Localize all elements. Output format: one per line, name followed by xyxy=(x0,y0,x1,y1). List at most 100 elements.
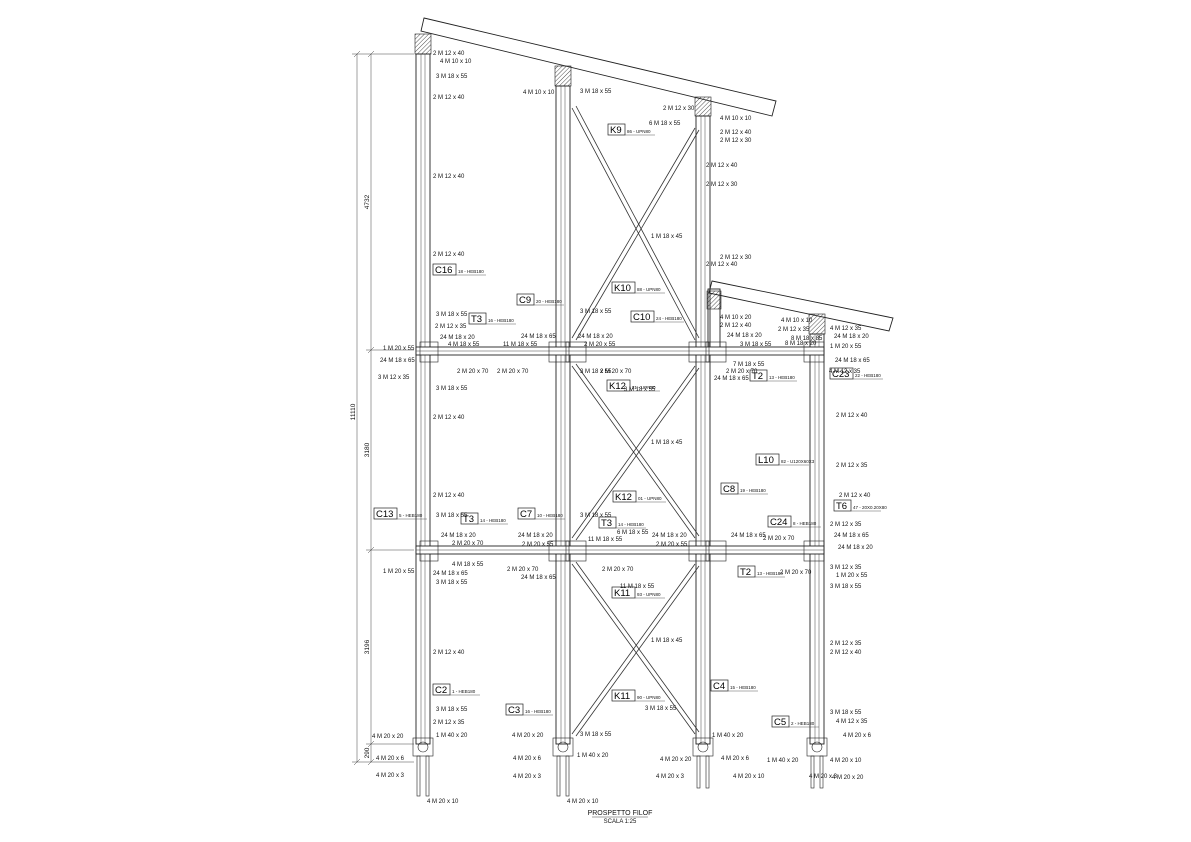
member-tag-desc: 47 - 20X0.20X80 xyxy=(853,505,887,510)
bolt-label: 2 M 20 x 70 xyxy=(497,369,529,375)
bolt-label: 4 M 20 x 20 xyxy=(512,733,544,739)
member-tag-code: T6 xyxy=(836,501,847,512)
bolt-label: 1 M 20 x 55 xyxy=(383,346,415,352)
member-tag-box xyxy=(607,123,626,136)
bolt-label: 6 M 18 x 55 xyxy=(649,121,681,127)
member-tag-desc: 24 - HEB180 xyxy=(656,316,682,321)
member-tag-desc: 19 - HEB180 xyxy=(740,488,766,493)
bolt-label: 2 M 20 x 70 xyxy=(452,541,484,547)
member-tag-code: C8 xyxy=(723,484,735,495)
bolt-label: 24 M 18 x 65 xyxy=(521,575,556,581)
bolt-label: 2 M 20 x 70 xyxy=(763,536,795,542)
bolt-label: 4 M 10 x 10 xyxy=(720,116,752,122)
bolt-label: 4 M 18 x 55 xyxy=(448,342,480,348)
bolt-label: 2 M 12 x 35 xyxy=(830,641,862,647)
bolt-label: 2 M 20 x 55 xyxy=(584,342,616,348)
dimension-segment: 290 xyxy=(364,747,371,758)
bolt-label: 2 M 12 x 40 xyxy=(836,413,868,419)
bolt-label: 4 M 12 x 35 xyxy=(829,369,861,375)
member-tag-desc: 1 - HEB180 xyxy=(452,689,476,694)
bolt-label: 24 M 18 x 20 xyxy=(652,533,687,539)
bolt-label: 24 M 18 x 20 xyxy=(834,334,869,340)
bolt-label: 2 M 12 x 40 xyxy=(433,650,465,656)
bolt-label: 24 M 18 x 65 xyxy=(521,334,556,340)
bolt-label: 2 M 12 x 40 xyxy=(433,95,465,101)
bolt-label: 24 M 18 x 20 xyxy=(727,333,762,339)
bolt-label: 3 M 18 x 55 xyxy=(436,513,468,519)
bolt-label: 3 M 12 x 35 xyxy=(378,375,410,381)
member-tag-box xyxy=(720,482,739,495)
member-tag-code: K9 xyxy=(610,125,622,136)
beam-floor-lower xyxy=(415,545,825,555)
bolt-label: 2 M 12 x 30 xyxy=(663,106,695,112)
member-tag-code: T3 xyxy=(601,518,612,529)
bolt-label: 3 M 18 x 55 xyxy=(436,580,468,586)
bolt-label: 2 M 12 x 40 xyxy=(433,174,465,180)
bolt-label: 4 M 20 x 3 xyxy=(513,774,542,780)
bolt-label: 2 M 12 x 40 xyxy=(433,415,465,421)
drawing-scale: SCALA 1:25 xyxy=(604,819,637,825)
member-tag-box xyxy=(606,379,631,392)
bolt-label: 24 M 18 x 20 xyxy=(578,334,613,340)
member-tag-code: K11 xyxy=(614,691,630,702)
column-c23 xyxy=(808,313,826,745)
bolt-label: 2 M 12 x 30 xyxy=(720,138,752,144)
member-tag-box xyxy=(767,515,792,528)
member-tag-desc: 20 - HEB180 xyxy=(536,299,562,304)
bolt-label: 3 M 18 x 55 xyxy=(436,312,468,318)
bolt-label: 4 M 20 x 10 xyxy=(733,774,765,780)
bolt-label: 2 M 20 x 70 xyxy=(600,369,632,375)
member-tag-code: C24 xyxy=(770,517,787,528)
bolt-label: 2 M 12 x 35 xyxy=(433,720,465,726)
member-tag-desc: 16 - HEB180 xyxy=(525,709,551,714)
bolt-label: 24 M 18 x 20 xyxy=(518,533,553,539)
bolt-label: 3 M 18 x 55 xyxy=(830,584,862,590)
member-tag-code: T3 xyxy=(463,514,474,525)
bolt-label: 24 M 18 x 65 xyxy=(731,533,766,539)
bolt-label: 4 M 18 x 55 xyxy=(452,562,484,568)
bolt-label: 24 M 18 x 20 xyxy=(838,545,873,551)
beam-floor-upper xyxy=(415,346,825,356)
bolt-label: 1 M 20 x 55 xyxy=(383,569,415,575)
bolt-label: 2 M 20 x 70 xyxy=(602,567,634,573)
bolt-label: 1 M 40 x 20 xyxy=(712,733,744,739)
member-tag-code: K10 xyxy=(614,283,631,294)
member-tag-box xyxy=(771,715,790,728)
member-tag-desc: 13 - HEB180 xyxy=(757,571,783,576)
member-tag-box xyxy=(755,453,780,466)
bolt-annotations: 2 M 12 x 40 4 M 10 x 10 3 M 18 x 55 2 M 12 … xyxy=(372,51,873,805)
bolt-label: 24 M 18 x 20 xyxy=(440,335,475,341)
bolt-label: 2 M 12 x 40 xyxy=(433,252,465,258)
bolt-label: 2 M 20 x 55 xyxy=(522,542,554,548)
member-tag-desc: 21 - UPN80 xyxy=(632,385,656,390)
column-short xyxy=(706,288,722,350)
bolt-label: 3 M 18 x 55 xyxy=(830,710,862,716)
member-tag-desc: 10 - HEB180 xyxy=(537,513,563,518)
drawing-title-block: PROSPETTO FILOF SCALA 1:25 xyxy=(588,810,653,825)
bolt-label: 3 M 18 x 55 xyxy=(580,513,612,519)
base-plates xyxy=(412,737,828,797)
member-tag-box xyxy=(749,369,768,382)
member-tag-box xyxy=(505,703,524,716)
member-tag-code: K12 xyxy=(609,381,626,392)
bolt-label: 2 M 20 x 70 xyxy=(457,369,489,375)
member-tag-code: T2 xyxy=(740,567,751,578)
dimension-segment: 4732 xyxy=(364,194,371,209)
bolt-label: 2 M 20 x 70 xyxy=(507,567,539,573)
member-tag-box xyxy=(611,281,636,294)
dimension-segment: 3180 xyxy=(364,442,371,457)
bolt-label: 3 M 18 x 55 xyxy=(436,74,468,80)
roof-upper xyxy=(420,17,777,117)
braces xyxy=(571,105,700,737)
member-tag: C8 19 - HEB180 xyxy=(720,482,768,495)
bolt-label: 4 M 20 x 3 xyxy=(656,774,685,780)
bolt-label: 11 M 18 x 55 xyxy=(503,342,538,348)
bolt-label: 1 M 18 x 45 xyxy=(651,234,683,240)
